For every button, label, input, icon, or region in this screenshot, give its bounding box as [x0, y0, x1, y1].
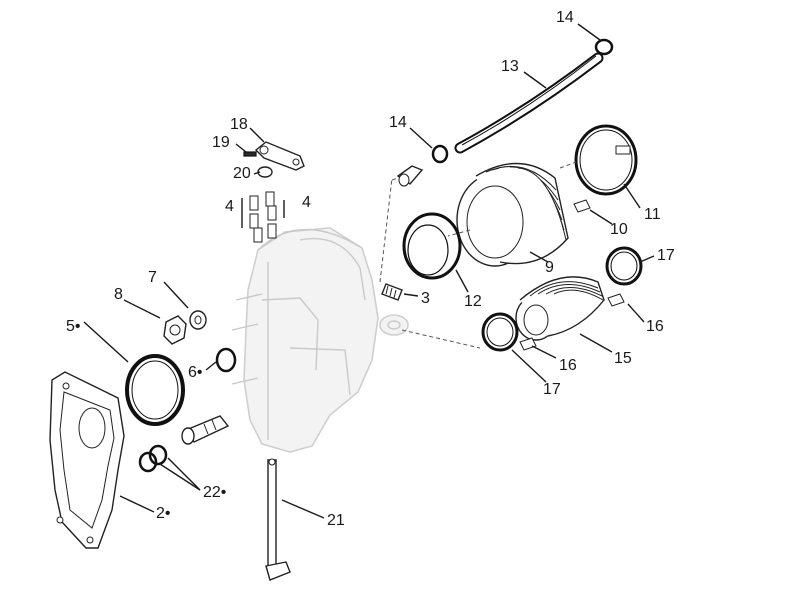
callout-4-left: 4 [225, 198, 234, 215]
shift-rod [265, 458, 291, 581]
exhaust-bellows [456, 162, 569, 267]
gasket [49, 371, 125, 549]
callout-20: 20 [233, 165, 251, 182]
callout-7: 7 [148, 269, 157, 286]
nut [163, 315, 187, 345]
elbow-fitting [396, 165, 424, 187]
o-ring-medium [215, 347, 237, 373]
callout-17-lower: 17 [543, 381, 561, 398]
callout-10: 10 [610, 221, 628, 238]
callout-15: 15 [614, 350, 632, 367]
callout-16-upper: 16 [646, 318, 664, 335]
studs [231, 293, 263, 385]
callout-18: 18 [230, 116, 248, 133]
hose-clamp-upper [594, 38, 614, 56]
callout-14-upper: 14 [556, 9, 574, 26]
callout-11: 11 [644, 206, 661, 223]
clamp-tab [573, 199, 591, 213]
callout-16-lower: 16 [559, 357, 577, 374]
callout-17-upper: 17 [657, 247, 675, 264]
callout-13: 13 [501, 58, 519, 75]
leader-lines [83, 23, 655, 519]
callout-12: 12 [464, 293, 482, 310]
clamp-tab-upper [607, 293, 625, 307]
callout-19: 19 [212, 134, 230, 151]
grease-fitting [381, 283, 403, 301]
callout-6: 6• [188, 364, 203, 381]
hose-clamp-lower [431, 144, 449, 164]
shift-lever [254, 141, 305, 171]
u-joint-clamp-upper [605, 246, 643, 286]
callout-9: 9 [545, 259, 554, 276]
o-ring-large [125, 354, 185, 426]
u-joint-bellows [515, 276, 605, 341]
o-rings-small [138, 444, 168, 473]
washer [189, 310, 207, 330]
callout-14-lower: 14 [389, 114, 407, 131]
callout-2: 2• [156, 505, 171, 522]
callout-4-right: 4 [302, 194, 311, 211]
callout-21: 21 [327, 512, 345, 529]
callout-5: 5• [66, 318, 81, 335]
callout-labels: 14 13 14 18 19 20 4 4 11 10 9 17 7 8 3 1… [66, 9, 675, 529]
lever-pin [243, 151, 257, 157]
water-tube-fitting [181, 415, 230, 445]
clamp-tab-lower [519, 337, 537, 351]
bolts [241, 191, 285, 243]
callout-22: 22• [203, 484, 226, 501]
u-joint-clamp-lower [481, 312, 519, 352]
water-hose [454, 52, 604, 154]
lever-washer [257, 166, 273, 178]
housing [243, 227, 409, 453]
callout-8: 8 [114, 286, 123, 303]
bellows-clamp [574, 124, 638, 196]
bellows-ring [402, 212, 462, 280]
callout-3: 3 [421, 290, 430, 307]
assembly-guides [379, 161, 577, 349]
